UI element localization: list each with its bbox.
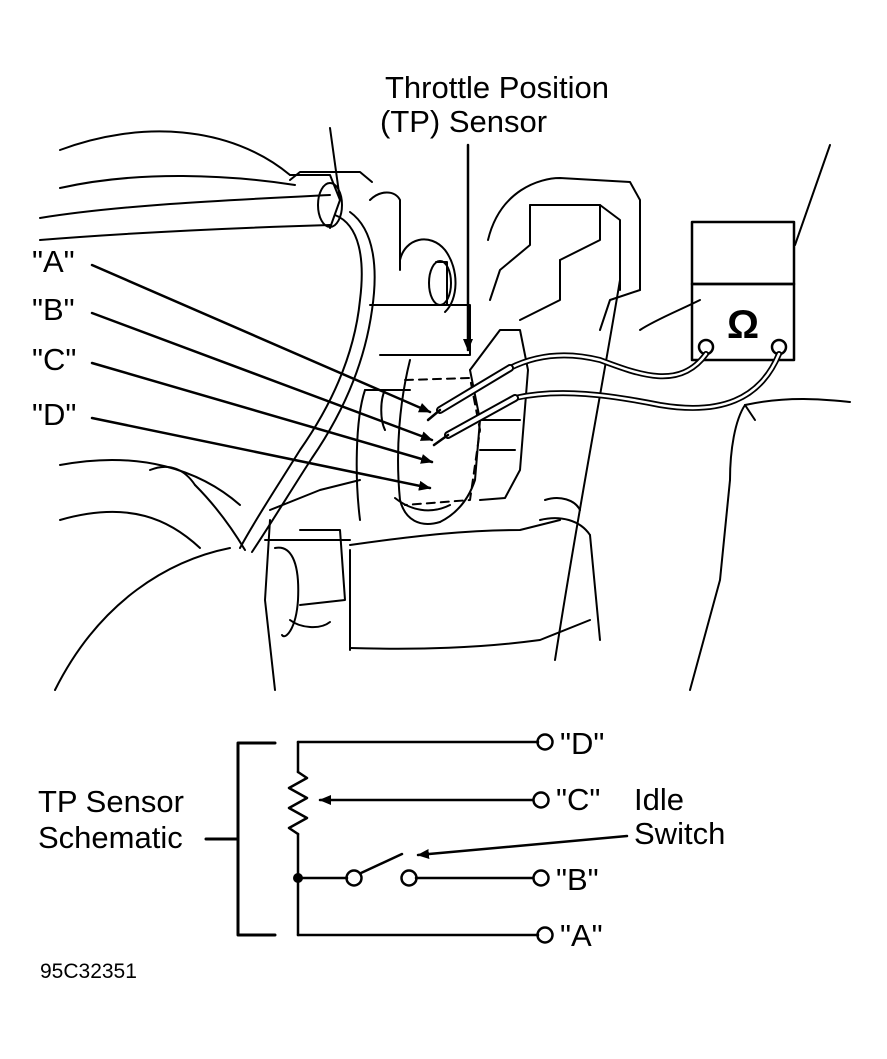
callout-c: "C" <box>32 342 76 377</box>
idle-switch-arrow <box>416 834 629 859</box>
schematic-label-line-2: Schematic <box>38 820 183 855</box>
callout-b-arrow <box>90 311 434 442</box>
callout-d-arrow <box>90 416 432 491</box>
callout-d: "D" <box>32 397 76 432</box>
switch-contact-left <box>345 869 363 887</box>
tp-sensor-schematic: TP Sensor Schematic "D" <box>38 726 725 953</box>
schematic-bracket <box>236 741 277 937</box>
schematic-label-line-1: TP Sensor <box>38 784 184 819</box>
test-leads <box>426 351 782 447</box>
terminal-d-label: "D" <box>560 726 604 761</box>
callout-a-arrow <box>90 263 432 414</box>
junction-dot <box>293 873 303 883</box>
connector-outline <box>404 377 481 506</box>
ohm-symbol: Ω <box>727 303 759 347</box>
resistor <box>287 770 309 836</box>
engine-illustration <box>39 127 851 691</box>
terminal-b-circle <box>532 869 550 887</box>
callout-c-arrow <box>90 361 434 464</box>
idle-switch-label-line-2: Switch <box>634 816 725 851</box>
switch-contact-right <box>400 869 418 887</box>
schematic-wiring <box>287 740 540 937</box>
title-line-2: (TP) Sensor <box>380 104 547 139</box>
ohmmeter: Ω <box>690 220 796 362</box>
callout-b: "B" <box>32 292 75 327</box>
terminal-c-label: "C" <box>556 782 600 817</box>
callout-a: "A" <box>32 244 75 279</box>
idle-switch-label-line-1: Idle <box>634 782 684 817</box>
terminal-b-label: "B" <box>556 862 599 897</box>
ohmmeter-display <box>690 220 796 286</box>
terminal-a-circle <box>536 926 554 944</box>
title-line-1: Throttle Position <box>385 70 609 105</box>
terminal-a-label: "A" <box>560 918 603 953</box>
terminal-c-circle <box>532 791 550 809</box>
ohmmeter-body <box>690 282 796 362</box>
figure-id: 95C32351 <box>40 960 137 983</box>
terminal-d-circle <box>536 733 554 751</box>
idle-switch-blade <box>359 852 404 875</box>
